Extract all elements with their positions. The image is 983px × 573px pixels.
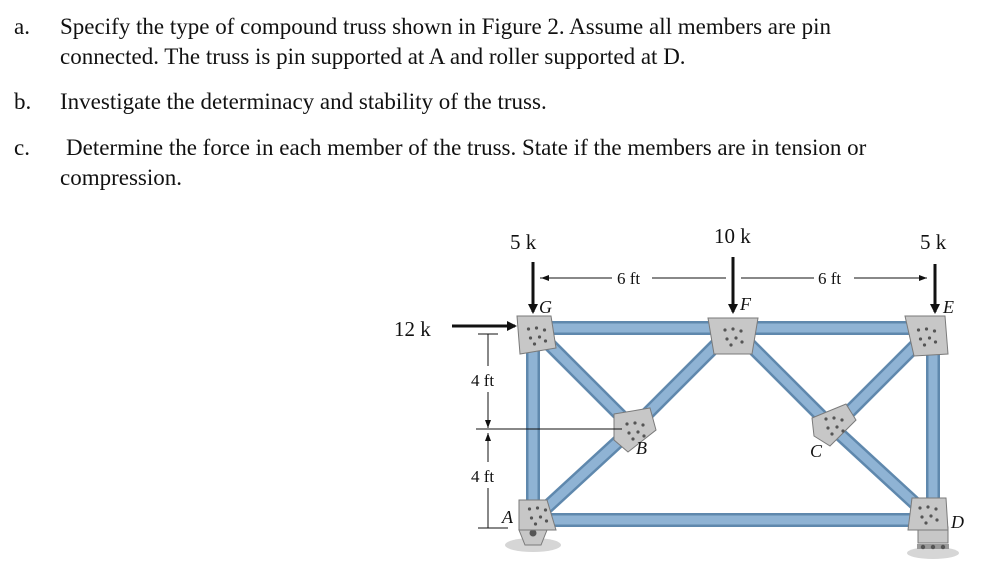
question-c: c. Determine the force in each member of… [14, 133, 974, 193]
dimension-upper [478, 333, 498, 428]
question-line: Specify the type of compound truss shown… [60, 14, 832, 39]
question-line: Determine the force in each member of th… [66, 135, 867, 160]
load-label-horizontal: 12 k [394, 317, 431, 341]
question-marker: a. [14, 14, 30, 39]
joint-label-b: B [636, 438, 647, 458]
dimension-lower [476, 428, 622, 529]
joint-label-g: G [539, 297, 552, 317]
load-label-g: 5 k [510, 230, 537, 254]
joint-label-f: F [739, 294, 752, 314]
joint-label-a: A [501, 507, 514, 527]
load-label-f: 10 k [714, 224, 751, 248]
question-b: b. Investigate the determinacy and stabi… [14, 87, 974, 117]
dimension-label-fe: 6 ft [818, 269, 841, 288]
joint-label-e: E [942, 297, 954, 317]
gusset-plate-g [516, 315, 557, 355]
gusset-plate-c [811, 403, 857, 447]
joint-label-d: D [950, 512, 964, 532]
gusset-plate-b [613, 407, 657, 453]
gusset-plate-e [904, 315, 949, 357]
dimension-label-lower: 4 ft [471, 467, 494, 486]
gusset-plate-d [907, 497, 949, 531]
joint-label-c: C [810, 441, 823, 461]
support-a [505, 529, 561, 552]
question-line: connected. The truss is pin supported at… [60, 44, 686, 69]
load-label-e: 5 k [920, 230, 947, 254]
question-line: compression. [60, 165, 183, 190]
dimension-label-upper: 4 ft [471, 371, 494, 390]
question-line: Investigate the determinacy and stabilit… [60, 89, 547, 114]
question-a: a. Specify the type of compound truss sh… [14, 12, 974, 72]
dimension-fe [741, 275, 927, 281]
question-marker: c. [14, 135, 30, 160]
gusset-plate-f [707, 317, 759, 355]
dimension-label-gf: 6 ft [617, 269, 640, 288]
dimension-gf [540, 275, 726, 281]
gusset-plate-a [518, 499, 557, 531]
question-marker: b. [14, 89, 32, 114]
support-d [907, 526, 959, 559]
member-ab [528, 422, 638, 526]
